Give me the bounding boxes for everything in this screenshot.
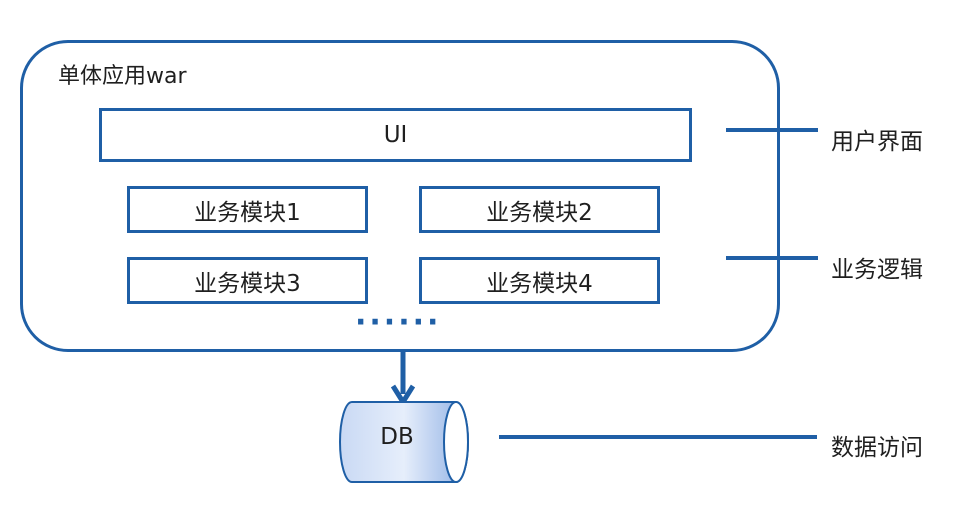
layer-label-business: 业务逻辑 [831,257,923,283]
ui-layer-connector [726,128,818,132]
layer-label-data: 数据访问 [831,435,923,461]
business-module-1-label: 业务模块1 [194,199,301,226]
business-module-4-label: 业务模块4 [486,270,593,297]
business-module-3: 业务模块3 [127,257,368,304]
business-module-1: 业务模块1 [127,186,368,233]
monolith-container [20,40,780,352]
database-label: DB [380,424,414,450]
more-modules-ellipsis: ······ [355,305,442,340]
ui-box-label: UI [383,122,408,148]
business-layer-connector [726,256,818,260]
business-module-2-label: 业务模块2 [486,199,593,226]
business-module-2: 业务模块2 [419,186,660,233]
business-module-3-label: 业务模块3 [194,270,301,297]
layer-label-ui: 用户界面 [831,129,923,155]
data-layer-connector [499,435,817,439]
monolith-title: 单体应用war [58,64,187,89]
ui-box: UI [99,108,692,162]
database-cylinder-icon [339,401,469,483]
business-module-4: 业务模块4 [419,257,660,304]
